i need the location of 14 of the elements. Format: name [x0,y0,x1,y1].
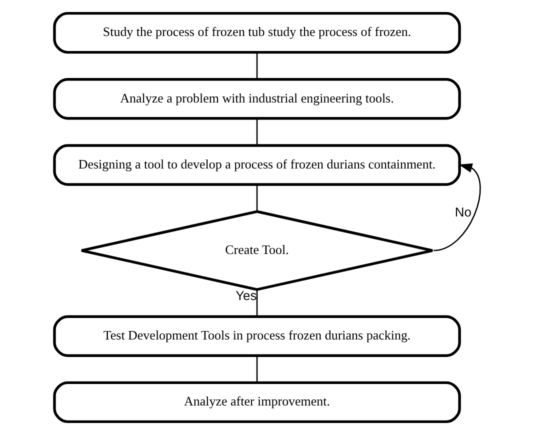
node-box: Study the process of frozen tub study the process of frozen. [52,11,460,54]
connector [256,118,258,145]
edge-label: No [454,204,471,220]
connector [256,52,258,79]
edge-label: Yes [235,288,256,303]
node-box: Test Development Tools in process frozen durians packing. [52,314,460,356]
node-diamond: Create Tool. [80,210,434,290]
connector [256,289,258,316]
connector [256,355,258,382]
arrow [432,162,480,251]
node-box: Designing a tool to develop a process of frozen durians containment. [52,144,460,186]
node-box: Analyze a problem with industrial engineering tools. [52,78,460,120]
connector [256,184,258,211]
node-box: Analyze after improvement. [52,380,460,423]
